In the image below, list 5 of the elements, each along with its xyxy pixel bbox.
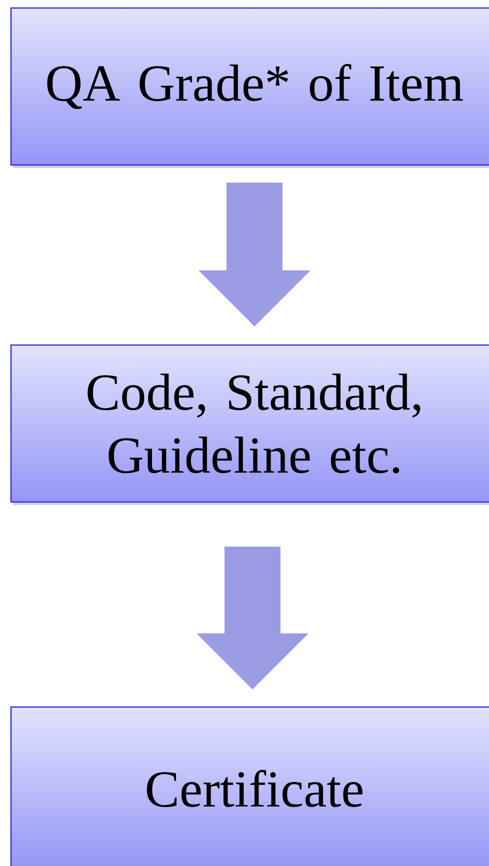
arrow: [196, 546, 308, 690]
process-box: Code, Standard, Guideline etc.: [10, 344, 489, 505]
arrow: [198, 182, 310, 326]
process-box: QA Grade* of Item: [10, 7, 489, 168]
process-box: Certificate: [10, 706, 489, 866]
